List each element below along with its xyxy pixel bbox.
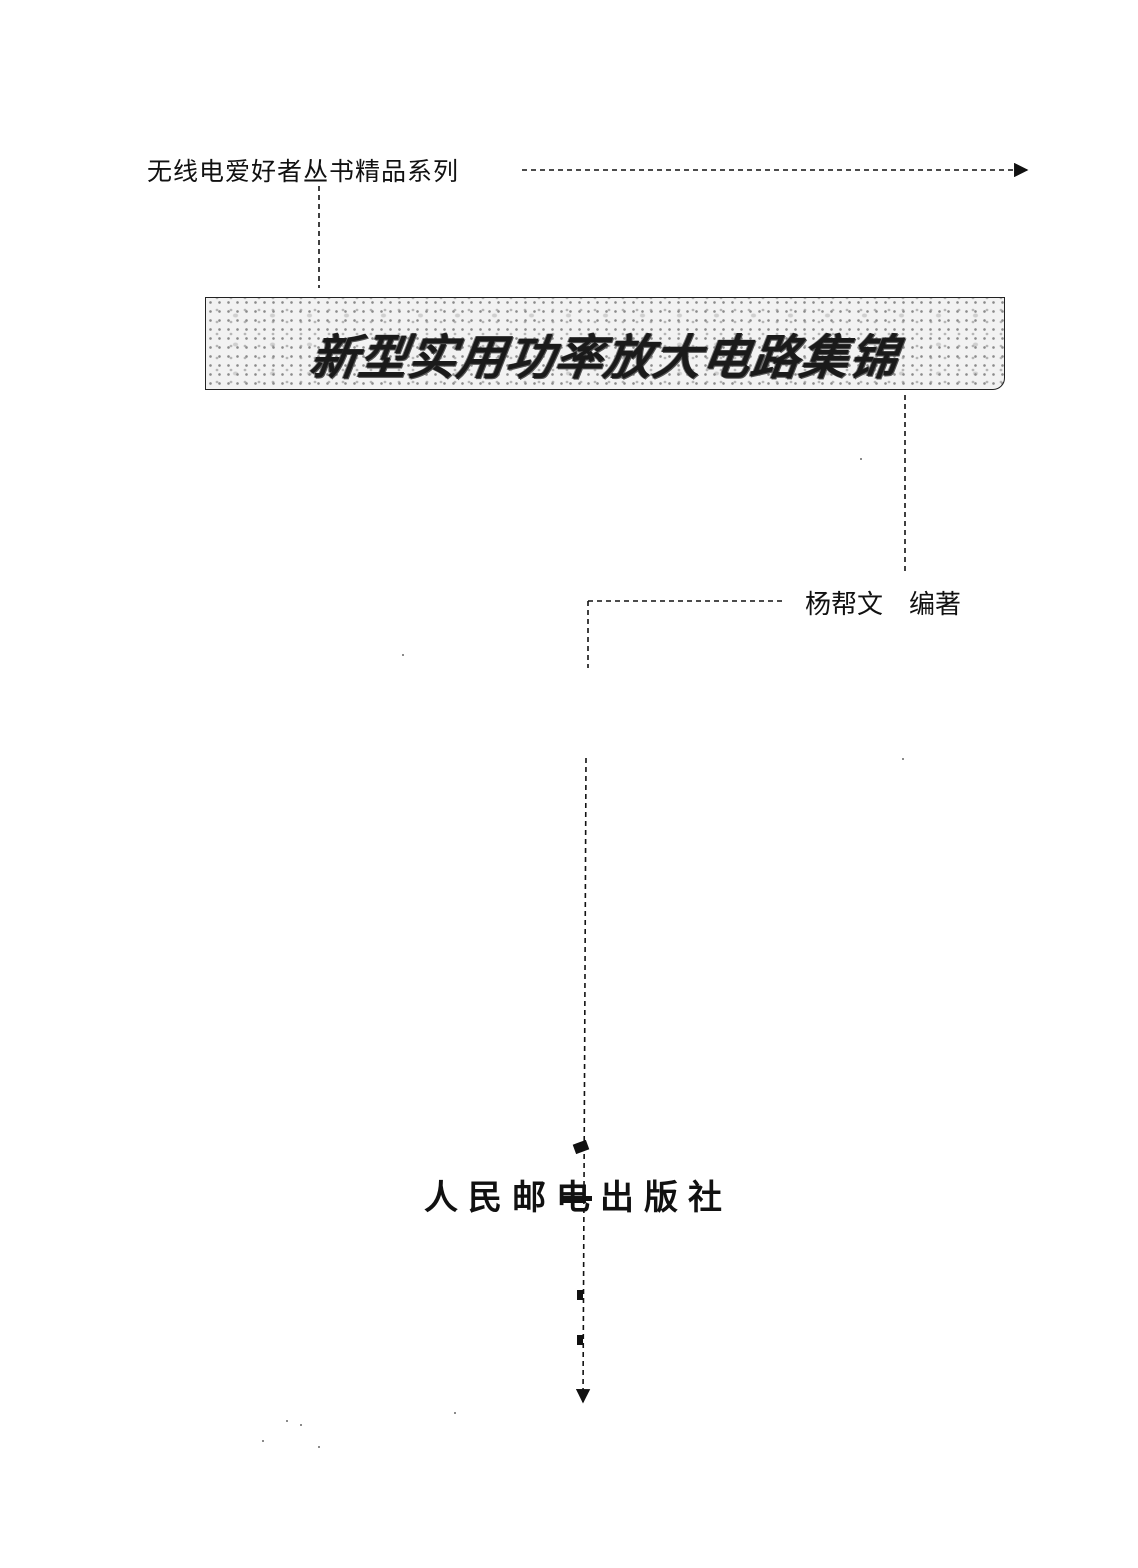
book-title: 新型实用功率放大电路集锦 xyxy=(306,330,903,386)
scan-speck xyxy=(318,1446,320,1448)
series-name: 无线电爱好者丛书精品系列 xyxy=(147,157,460,186)
ink-mark xyxy=(562,1196,592,1201)
title-banner: 新型实用功率放大电路集锦 xyxy=(205,297,1005,390)
author-line: 杨帮文 编著 xyxy=(805,590,962,620)
scan-speck xyxy=(454,1412,456,1414)
scan-speck xyxy=(402,654,404,656)
scan-speck xyxy=(300,1424,302,1426)
ink-mark xyxy=(577,1335,583,1345)
scan-speck xyxy=(902,758,904,760)
scan-speck xyxy=(262,1440,264,1442)
ink-mark xyxy=(577,1290,583,1300)
lower-vertical-line xyxy=(575,757,591,1404)
publisher-name: 人民邮电出版社 xyxy=(424,1178,732,1218)
scan-speck xyxy=(860,458,862,460)
scan-speck xyxy=(286,1420,288,1422)
